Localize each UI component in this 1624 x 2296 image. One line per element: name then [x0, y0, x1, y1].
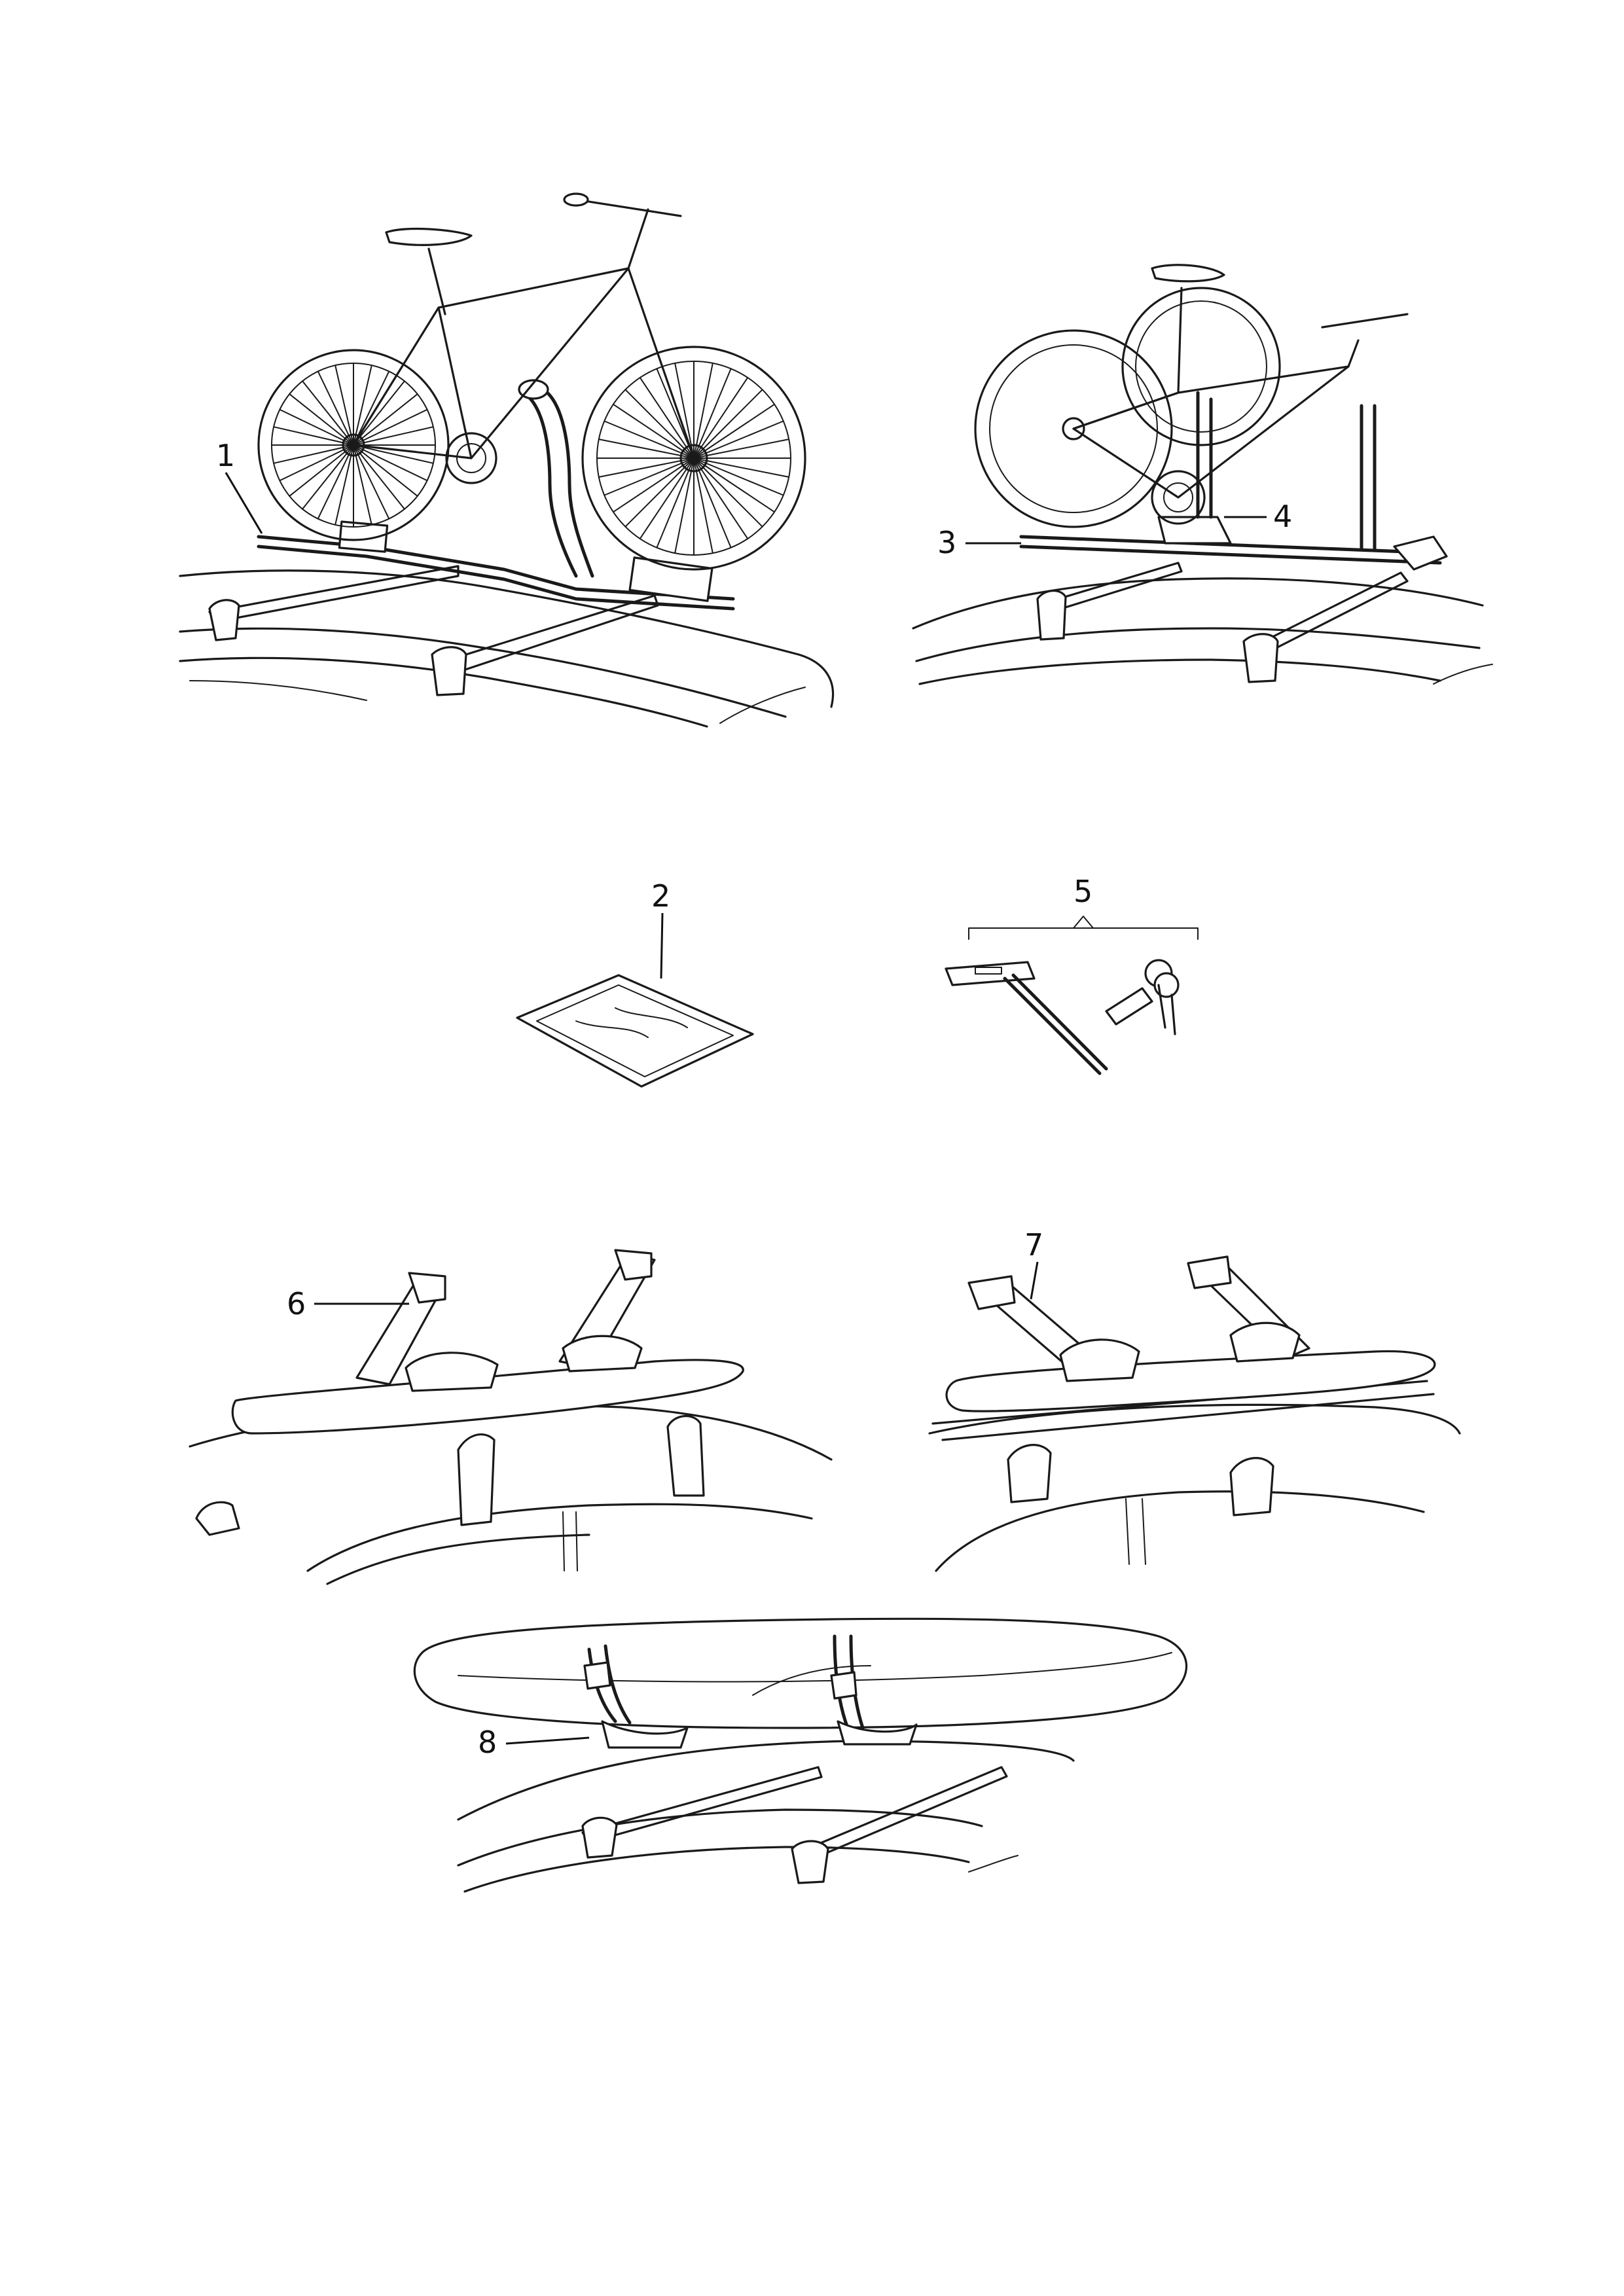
wheel-spoke	[302, 380, 354, 446]
callout-label: 6	[287, 1286, 306, 1321]
callout-5: 5	[1074, 874, 1092, 909]
leader-line	[660, 912, 664, 979]
wheel-spoke	[353, 370, 390, 446]
tool-and-keys-item	[945, 916, 1199, 1075]
wheel-spoke	[353, 444, 418, 497]
wheel-spoke	[353, 444, 390, 520]
wheel-spoke	[317, 444, 354, 520]
wheel-spoke	[353, 408, 428, 446]
wheel-spoke	[353, 380, 405, 446]
callout-label: 8	[478, 1725, 497, 1760]
callout-1: 1	[216, 438, 263, 534]
wheel-spoke	[639, 376, 695, 459]
leader-line	[225, 472, 263, 534]
wheel-spoke	[353, 444, 372, 526]
wheel-spoke	[334, 444, 354, 526]
bike-carrier-view-1	[179, 192, 835, 728]
wheel-spoke	[334, 365, 354, 446]
sachet-item	[516, 974, 754, 1088]
wheel-spoke	[639, 457, 695, 540]
wheel-spoke	[317, 370, 354, 446]
wheel-spoke	[604, 457, 695, 496]
wheel-spoke	[693, 420, 784, 459]
wheel-spoke	[279, 444, 354, 482]
wheel-spoke	[693, 457, 749, 540]
callout-3: 3	[937, 525, 1021, 560]
kayak-holder-view	[413, 1617, 1187, 1893]
callout-8: 8	[478, 1725, 590, 1760]
leader-line	[505, 1736, 590, 1745]
wheel-spoke	[624, 457, 695, 528]
wheel-spoke	[302, 444, 354, 510]
callout-label: 7	[1024, 1227, 1043, 1263]
callout-label: 2	[651, 878, 670, 914]
wheel-spoke	[273, 426, 354, 446]
wheel-spoke	[612, 403, 695, 459]
wheel-spoke	[674, 457, 695, 554]
wheel-spoke	[289, 393, 354, 446]
wheel-spoke	[693, 457, 763, 528]
wheel-spoke	[693, 389, 763, 459]
wheel-spoke	[693, 457, 776, 513]
wheel-spoke	[273, 444, 354, 464]
wheel-spoke	[693, 403, 776, 459]
wheel-spoke	[693, 362, 713, 459]
wheel-spoke	[604, 420, 695, 459]
wheel-spoke	[693, 457, 790, 478]
callout-label: 4	[1273, 499, 1292, 534]
callout-4: 4	[1224, 499, 1292, 534]
wheel-spoke	[624, 389, 695, 459]
wheel-spoke	[693, 457, 784, 496]
callout-2: 2	[651, 878, 670, 979]
bike-carrier-view-2	[912, 264, 1493, 685]
wheel-spoke	[279, 408, 354, 446]
leader-line	[1030, 1261, 1039, 1300]
wheel-spoke	[353, 426, 434, 446]
wheel-spoke	[693, 376, 749, 459]
wheel-spoke	[674, 362, 695, 459]
wheel-spoke	[693, 457, 732, 548]
callout-6: 6	[287, 1286, 409, 1321]
wheel-spoke	[693, 457, 713, 554]
wheel-spoke	[693, 439, 790, 459]
snowboard-holder-view-2	[928, 1255, 1461, 1572]
wheel-spoke	[289, 444, 354, 497]
wheel-spoke	[656, 457, 695, 548]
callout-7: 7	[1024, 1227, 1043, 1300]
snowboard-holder-view-1	[189, 1249, 833, 1585]
wheel-spoke	[353, 444, 405, 510]
callout-label: 1	[216, 438, 235, 473]
wheel-spoke	[612, 457, 695, 513]
wheel-spoke	[353, 444, 428, 482]
callout-label: 3	[937, 525, 956, 560]
wheel-spoke	[353, 393, 418, 446]
wheel-spoke	[693, 368, 732, 459]
callout-label: 5	[1074, 874, 1092, 909]
wheel-spoke	[353, 444, 434, 464]
wheel-spoke	[598, 439, 695, 459]
wheel-spoke	[598, 457, 695, 478]
wheel-spoke	[353, 365, 372, 446]
